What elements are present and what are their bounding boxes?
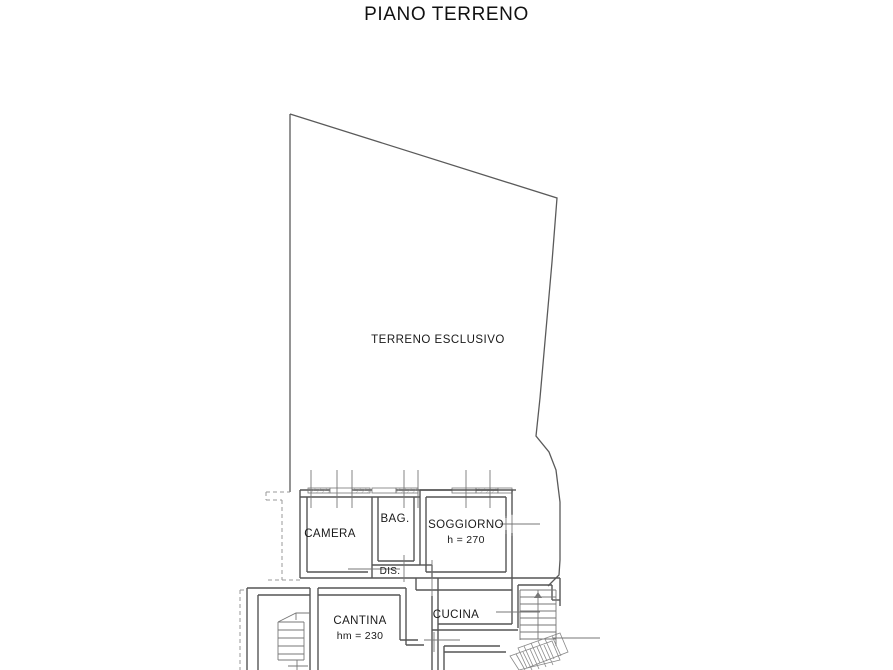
room-bagno-walls <box>371 490 421 566</box>
dimension-ticks <box>310 470 491 508</box>
terreno-esclusivo-label: TERRENO ESCLUSIVO <box>371 334 505 346</box>
room-label-camera: CAMERA <box>304 528 356 540</box>
room-label-cucina: CUCINA <box>433 609 480 621</box>
walkway-dimension-mark <box>553 630 600 646</box>
right-service-block-walls <box>512 577 561 606</box>
room-label-cantina: CANTINA <box>333 615 386 627</box>
window-camera-right <box>351 487 371 494</box>
dimension-tick-disimpegno <box>348 555 433 596</box>
stair-interior <box>277 612 310 670</box>
lower-block-walls <box>246 578 519 670</box>
room-label-bagno: BAG. <box>380 513 409 525</box>
page-title: PIANO TERRENO <box>364 4 529 25</box>
room-soggiorno-walls <box>420 489 513 579</box>
paved-walkway <box>509 632 569 670</box>
door-soggiorno-right <box>500 514 540 536</box>
room-labels: CAMERA BAG. SOGGIORNO h = 270 DIS. CANTI… <box>304 513 504 642</box>
dashed-projection <box>239 491 300 670</box>
window-bagno <box>371 487 419 494</box>
room-sublabel-cantina-height: hm = 230 <box>337 630 383 642</box>
dimension-tick-cucina <box>424 611 540 652</box>
property-boundary <box>289 113 561 587</box>
room-label-soggiorno: SOGGIORNO <box>428 519 504 531</box>
stair-exterior <box>519 589 557 640</box>
window-camera-left <box>307 487 353 494</box>
room-sublabel-soggiorno-height: h = 270 <box>447 534 484 546</box>
room-label-disimpegno: DIS. <box>380 566 401 577</box>
